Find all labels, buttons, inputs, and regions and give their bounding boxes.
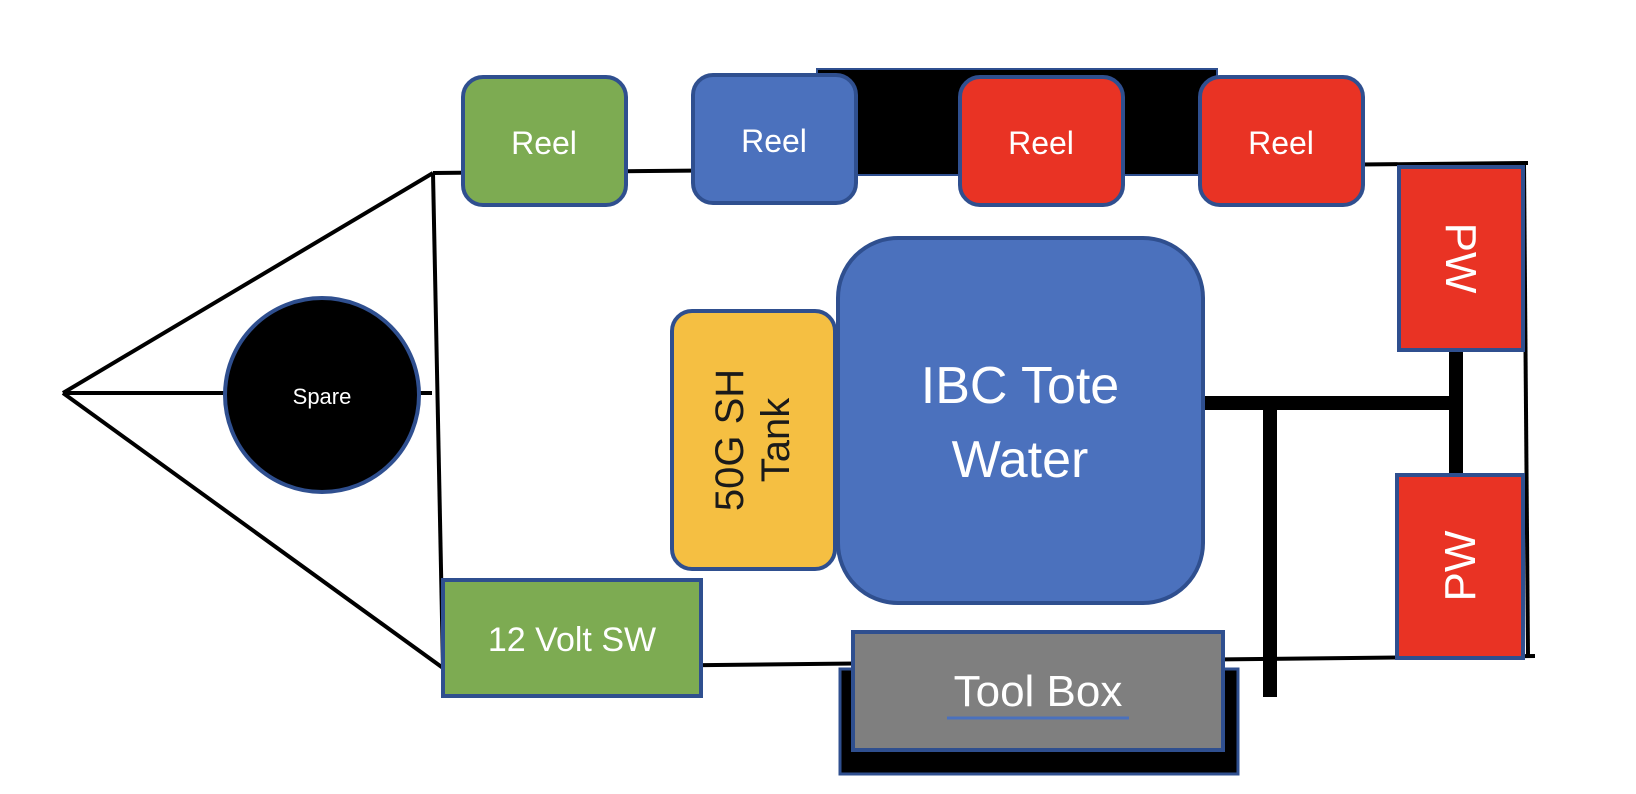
tote-label-line-2: Water: [952, 431, 1089, 489]
toolbox-label: Tool Box: [954, 667, 1123, 716]
pw-connector-line: [1449, 340, 1463, 480]
pw-top-label: PW: [1436, 223, 1485, 294]
reel-1-label: Reel: [511, 125, 577, 161]
pressure-washer-bottom: PW: [1395, 473, 1525, 660]
water-drop-line: [1263, 410, 1277, 697]
tool-box: Tool Box: [838, 630, 1240, 776]
ibc-tote: IBC Tote Water: [836, 236, 1205, 605]
pressure-washer-top: PW: [1397, 165, 1525, 352]
reel-4: Reel: [1198, 75, 1365, 207]
reel-2-label: Reel: [741, 123, 807, 159]
tote-label-line-1: IBC Tote: [921, 357, 1119, 415]
spare-label: Spare: [293, 384, 352, 409]
water-main-line: [1200, 396, 1460, 410]
reel-2: Reel: [691, 73, 858, 205]
switch-label: 12 Volt SW: [488, 621, 656, 659]
reel-1: Reel: [461, 75, 628, 207]
reel-3: Reel: [958, 75, 1125, 207]
spare-tire: Spare: [223, 296, 421, 494]
spray-tank: 50G SH Tank: [670, 309, 837, 571]
tongue-upper-line: [61, 171, 435, 395]
switch-box: 12 Volt SW: [441, 578, 703, 698]
tongue-lower-line: [61, 391, 445, 670]
reel-3-label: Reel: [1008, 125, 1074, 161]
tank-label-line-1: 50G SH: [708, 369, 752, 511]
plumbing-lines: [1200, 340, 1463, 697]
reel-4-label: Reel: [1248, 125, 1314, 161]
tank-label-line-2: Tank: [754, 397, 798, 482]
pw-bottom-label: PW: [1436, 530, 1485, 601]
